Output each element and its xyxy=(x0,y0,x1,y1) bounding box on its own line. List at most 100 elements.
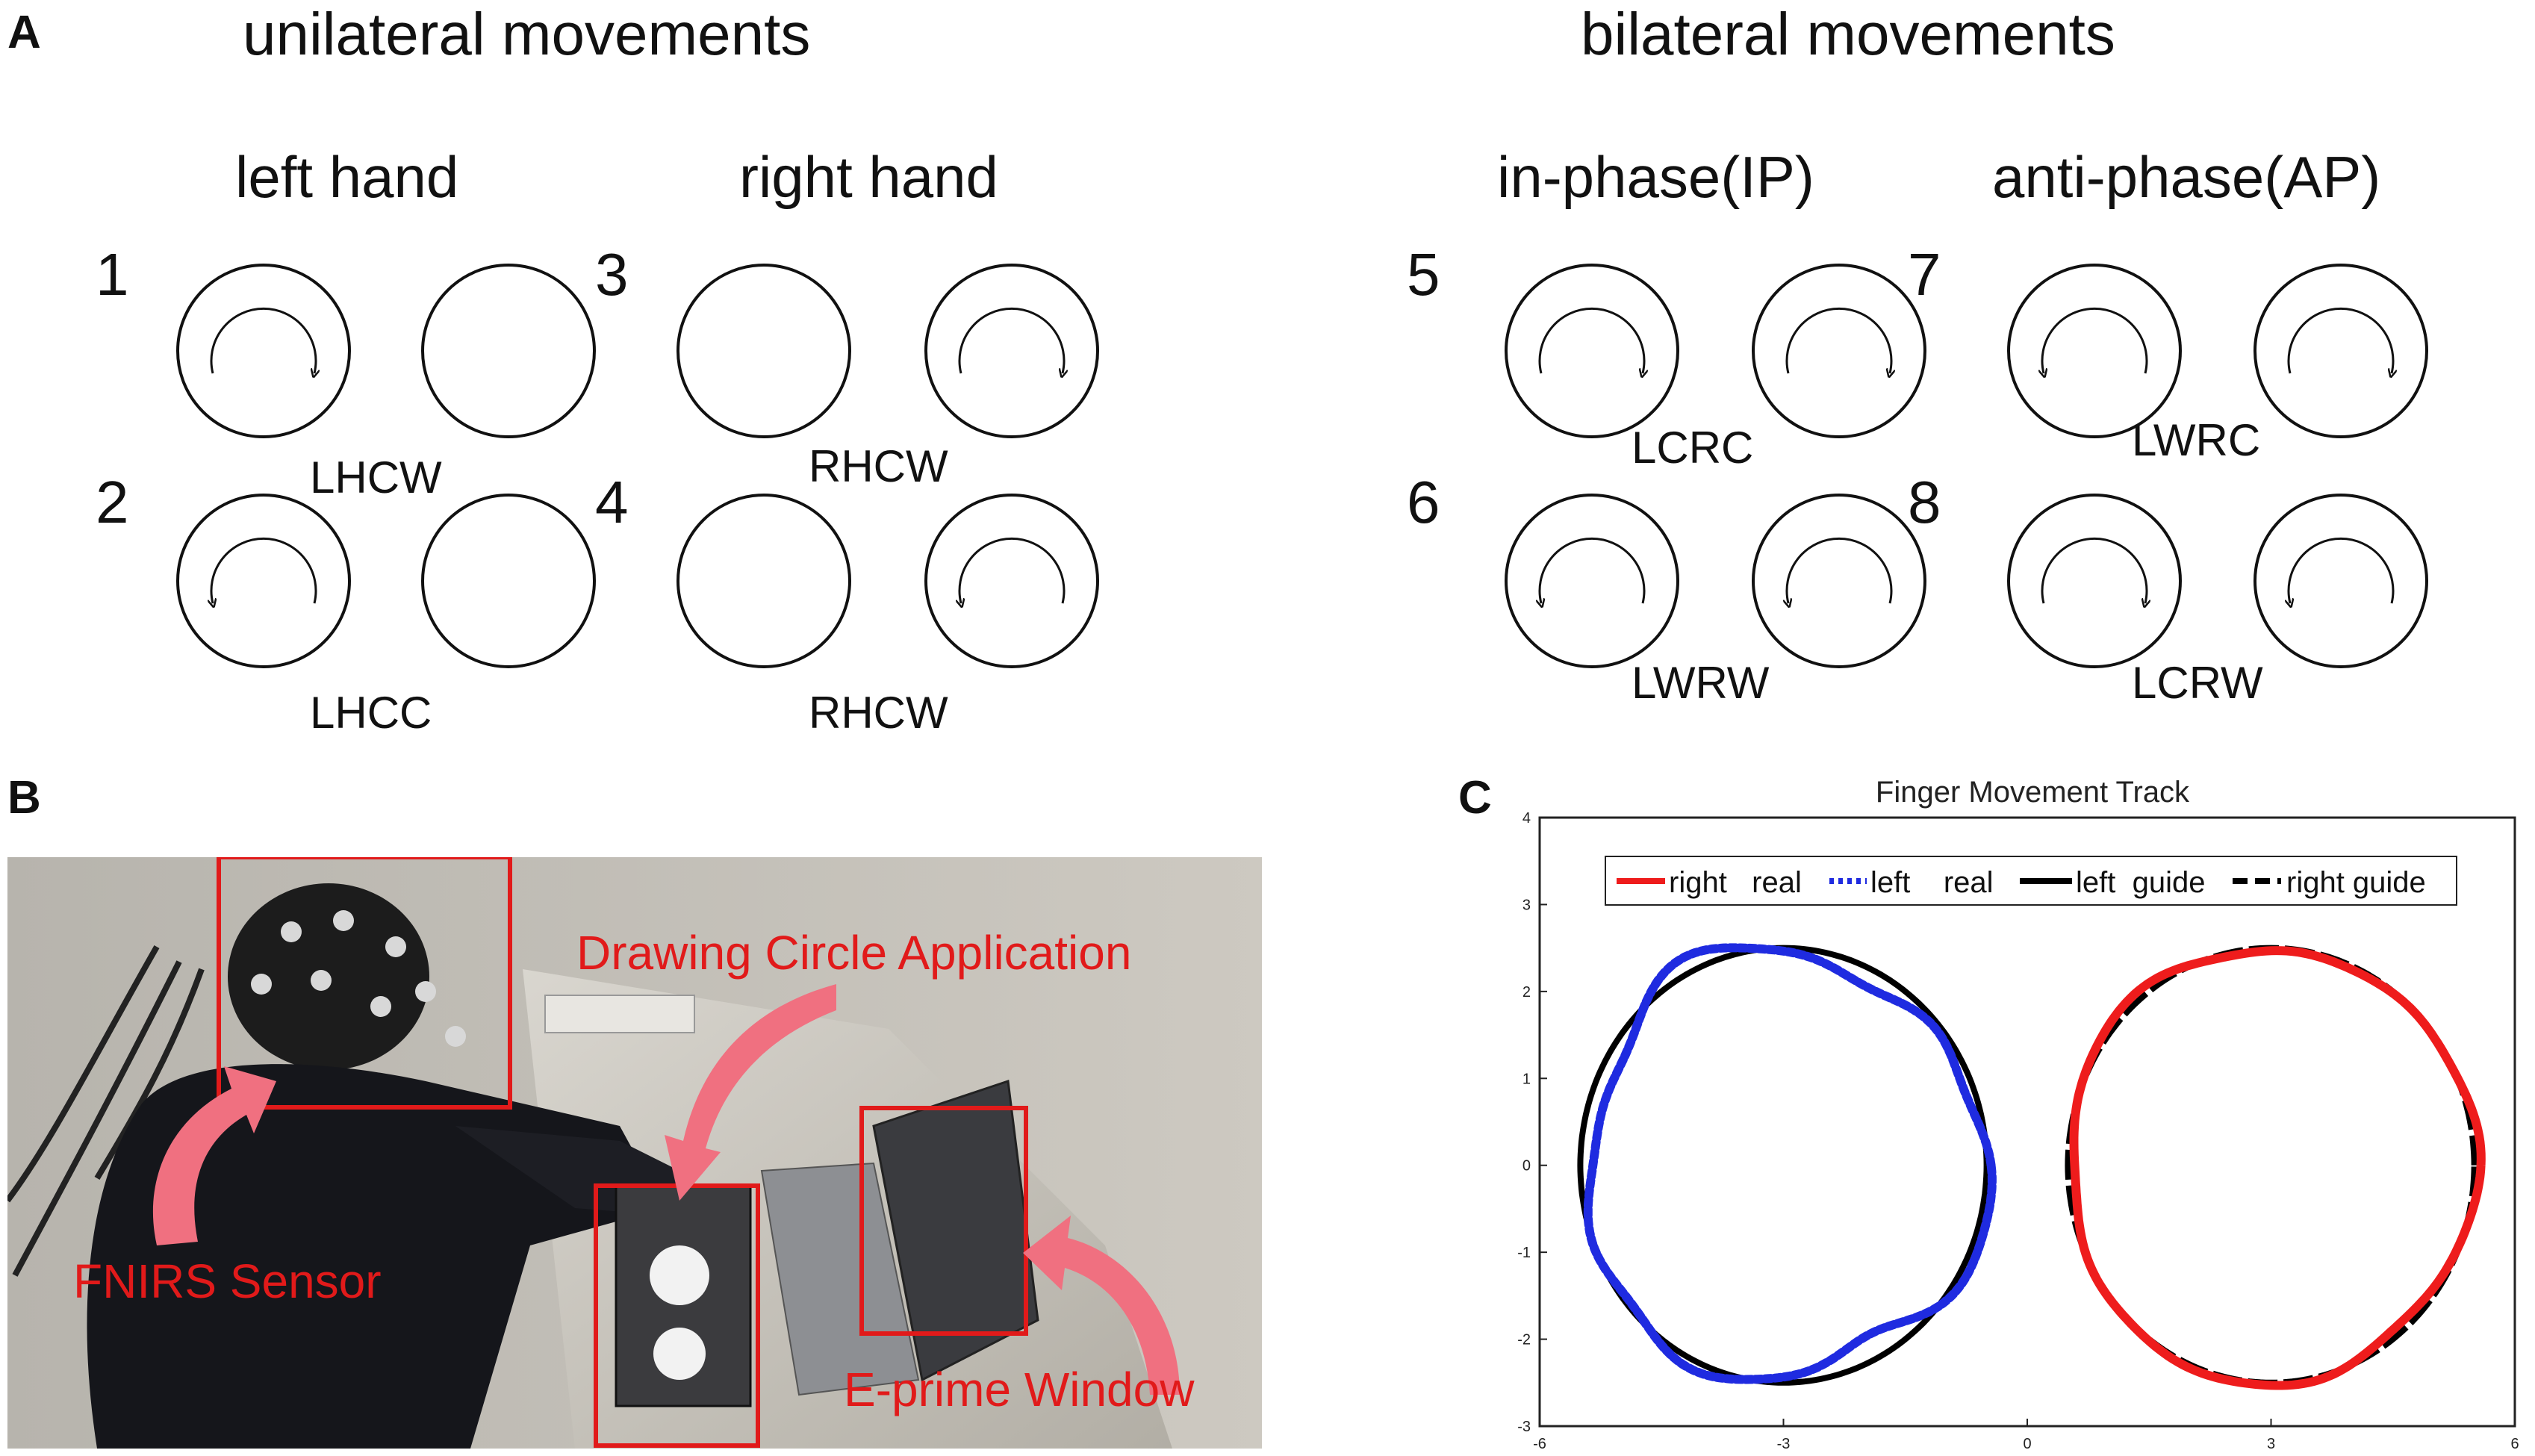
sensor-optode xyxy=(385,936,406,957)
legend: right real left real left guide right gu… xyxy=(1605,856,2457,906)
item-number-6: 6 xyxy=(1407,469,1440,535)
x-tick-label-4: 6 xyxy=(2510,1436,2519,1452)
item-code-5: LCRC xyxy=(1632,423,1754,473)
circle-2-right xyxy=(421,494,596,668)
item-code-3: RHCW xyxy=(809,441,948,491)
sensor-optode xyxy=(415,981,436,1002)
laptop-screen xyxy=(872,1079,1039,1382)
power-strip xyxy=(544,995,695,1033)
panel-a-letter: A xyxy=(7,7,41,58)
arrow-ccw-2 xyxy=(211,537,317,603)
circle-8-right xyxy=(2253,494,2428,668)
circle-3-right xyxy=(924,264,1099,438)
movement-diagram xyxy=(176,264,2428,668)
item-code-1: LHCW xyxy=(310,452,442,503)
item-code-7: LWRC xyxy=(2132,415,2261,465)
y-tick-label-3: 1 xyxy=(1522,1071,1531,1087)
eprime-box xyxy=(859,1106,1028,1336)
sensor-optode xyxy=(281,921,302,942)
eprime-window-label: E-prime Window xyxy=(844,1363,1195,1416)
item-number-3: 3 xyxy=(595,241,629,308)
tablet-circle-bottom xyxy=(653,1328,706,1380)
plot-frame xyxy=(1538,816,2516,1428)
circle-5-right xyxy=(1752,264,1926,438)
item-number-4: 4 xyxy=(595,469,629,535)
y-tick-label-4: 0 xyxy=(1522,1158,1531,1175)
x-tick-label-0: -6 xyxy=(1533,1436,1546,1452)
y-tick-label-7: -3 xyxy=(1517,1419,1531,1435)
item-number-2: 2 xyxy=(96,469,129,535)
drawing-arrow xyxy=(665,984,836,1201)
left-hand-label: left hand xyxy=(235,144,459,210)
circle-7-left xyxy=(2007,264,2182,438)
item-code-4: RHCW xyxy=(809,688,948,738)
sensor-optode xyxy=(311,970,332,991)
y-tick-label-1: 3 xyxy=(1522,897,1531,913)
anti-phase-label: anti-phase(AP) xyxy=(1992,144,2381,210)
legend-box xyxy=(1605,856,2457,906)
sensor-optode xyxy=(445,1026,466,1047)
item-number-5: 5 xyxy=(1407,241,1440,308)
eprime-arrow xyxy=(1023,1216,1180,1395)
arrow-ccw-8 xyxy=(2289,537,2395,603)
arrow-cw-8 xyxy=(2041,537,2147,603)
legend-label-right-real: right real xyxy=(1669,866,1802,899)
circle-4-left xyxy=(676,494,851,668)
sensor-optode xyxy=(370,996,391,1017)
fnirs-sensor-label: FNIRS Sensor xyxy=(73,1254,382,1308)
arrow-cw-5a xyxy=(1538,307,1644,373)
circle-7-right xyxy=(2253,264,2428,438)
bilateral-title: bilateral movements xyxy=(1581,1,2115,67)
arrow-cw-1 xyxy=(210,307,316,373)
arrow-cw-5b xyxy=(1785,307,1891,373)
x-tick-label-2: 0 xyxy=(2023,1436,2031,1452)
circle-6-left xyxy=(1505,494,1679,668)
panel-b-letter: B xyxy=(7,772,41,824)
sensor-optode xyxy=(333,910,354,931)
circle-2-left xyxy=(176,494,351,668)
y-tick-label-5: -1 xyxy=(1517,1245,1531,1261)
item-code-2: LHCC xyxy=(310,688,432,738)
cables xyxy=(7,945,205,1277)
fnirs-box xyxy=(217,857,512,1110)
x-tick-label-3: 3 xyxy=(2267,1436,2275,1452)
fnirs-arrow xyxy=(152,1066,276,1245)
y-tick-label-2: 2 xyxy=(1522,984,1531,1001)
legend-label-left-real: left real xyxy=(1870,866,1994,899)
arrow-cw-3 xyxy=(958,307,1064,373)
item-code-8: LCRW xyxy=(2132,658,2263,708)
drawing-circle-label: Drawing Circle Application xyxy=(576,926,1131,980)
arrow-ccw-7 xyxy=(2042,307,2148,373)
legend-label-right-guide: right guide xyxy=(2286,866,2426,899)
item-code-6: LWRW xyxy=(1632,658,1770,708)
circle-4-right xyxy=(924,494,1099,668)
right-hand-label: right hand xyxy=(739,144,998,210)
y-tick-label-0: 4 xyxy=(1522,810,1531,827)
circle-8-left xyxy=(2007,494,2182,668)
unilateral-title: unilateral movements xyxy=(243,1,811,67)
circle-1-right xyxy=(421,264,596,438)
experiment-photo: Drawing Circle Application FNIRS Sensor … xyxy=(7,857,1262,1449)
x-tick-label-1: -3 xyxy=(1777,1436,1791,1452)
sensor-optode xyxy=(251,974,272,995)
legend-label-left-guide: left guide xyxy=(2076,866,2205,899)
tablet-circle-top xyxy=(650,1245,709,1305)
laptop-base xyxy=(760,1162,920,1396)
item-number-7: 7 xyxy=(1908,241,1941,308)
series-left-real xyxy=(1583,943,1997,1384)
arrow-ccw-6b xyxy=(1787,537,1893,603)
item-number-8: 8 xyxy=(1908,469,1941,535)
series-left-guide xyxy=(1577,945,1990,1386)
in-phase-label: in-phase(IP) xyxy=(1497,144,1814,210)
y-tick-label-6: -2 xyxy=(1517,1332,1531,1348)
panel-c-letter: C xyxy=(1458,772,1492,824)
circle-1-left xyxy=(176,264,351,438)
series-right-real xyxy=(2069,946,2486,1390)
circle-5-left xyxy=(1505,264,1679,438)
arrow-ccw-6a xyxy=(1540,537,1646,603)
circle-6-right xyxy=(1752,494,1926,668)
arrow-ccw-4 xyxy=(959,537,1066,603)
item-number-1: 1 xyxy=(96,241,129,308)
circle-3-left xyxy=(676,264,851,438)
